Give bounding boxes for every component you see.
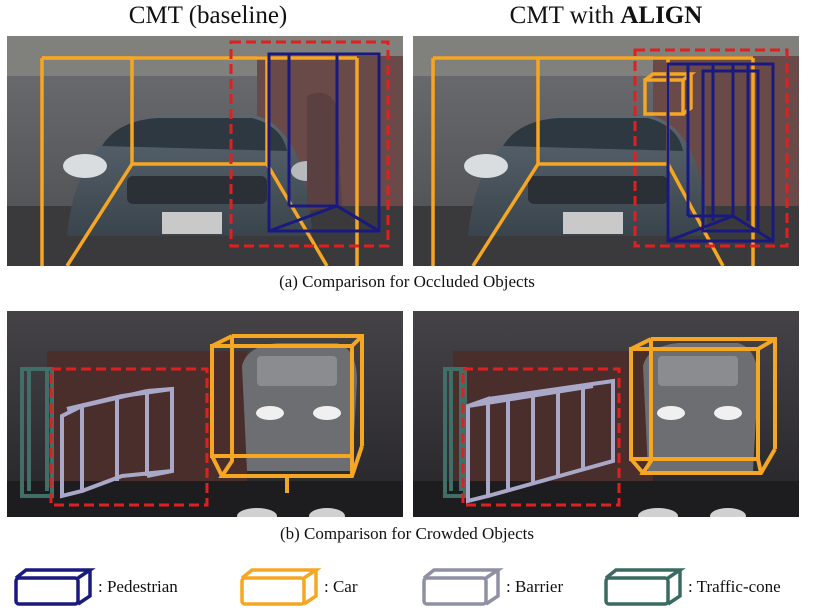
crowded-baseline-scene bbox=[7, 311, 403, 517]
align-title-prefix: CMT with bbox=[509, 2, 621, 29]
pedestrian-box-icon bbox=[14, 568, 96, 606]
occluded-caption: (a) Comparison for Occluded Objects bbox=[279, 272, 535, 291]
legend-car: : Car bbox=[238, 566, 358, 608]
legend-label: : Traffic-cone bbox=[688, 577, 781, 596]
occluded-align-scene bbox=[413, 36, 799, 266]
legend-label: : Barrier bbox=[506, 577, 564, 596]
crowded-baseline-panel bbox=[7, 311, 403, 517]
align-title-bold: ALIGN bbox=[620, 2, 703, 29]
barrier-box bbox=[466, 378, 615, 504]
crowded-align-panel bbox=[413, 311, 799, 517]
car-box bbox=[629, 337, 777, 475]
barrier-box bbox=[60, 386, 174, 499]
highlight-box bbox=[461, 367, 621, 507]
legend-barrier: : Barrier bbox=[420, 566, 563, 608]
crowded-caption: (b) Comparison for Crowded Objects bbox=[279, 524, 534, 543]
car-box bbox=[210, 334, 364, 493]
pedestrian-box bbox=[666, 62, 775, 243]
baseline-title: CMT (baseline) bbox=[128, 2, 288, 29]
traffic-cone-box bbox=[443, 367, 467, 498]
car-box-icon bbox=[240, 568, 322, 606]
highlight-box bbox=[229, 40, 390, 248]
traffic-cone-box-icon bbox=[604, 568, 686, 606]
legend-pedestrian: : Pedestrian bbox=[12, 566, 178, 608]
occluded-baseline-panel bbox=[7, 36, 403, 266]
crowded-align-scene bbox=[413, 311, 799, 517]
occluded-align-panel bbox=[413, 36, 799, 266]
highlight-box bbox=[633, 48, 789, 248]
pedestrian-box bbox=[267, 52, 381, 233]
highlight-box bbox=[49, 367, 209, 507]
legend-traffic-cone: : Traffic-cone bbox=[602, 566, 781, 608]
legend-label: : Car bbox=[324, 577, 358, 596]
legend-label: : Pedestrian bbox=[98, 577, 178, 596]
legend: : Pedestrian : Car : Barrier : Traffic-c… bbox=[0, 566, 814, 610]
align-title: CMT with ALIGN bbox=[413, 2, 799, 30]
occluded-baseline-scene bbox=[7, 36, 403, 266]
barrier-box-icon bbox=[422, 568, 504, 606]
